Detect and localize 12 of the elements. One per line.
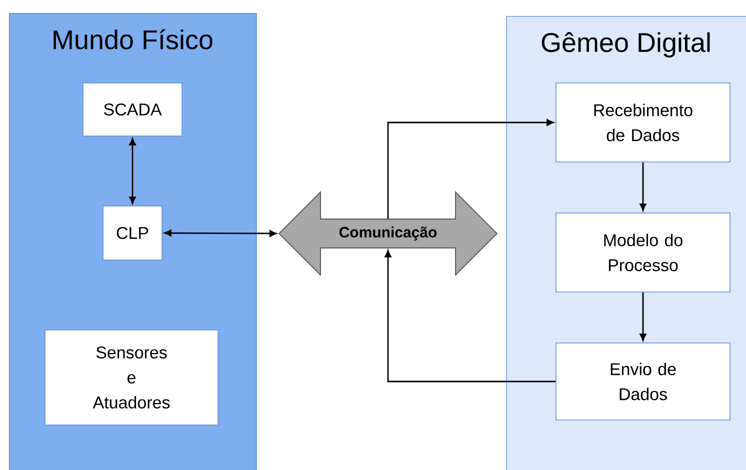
- process-box: SCADA: [82, 82, 182, 136]
- arrow: [129, 138, 136, 204]
- arrow: [384, 250, 556, 382]
- process-box: Sensores e Atuadores: [44, 330, 218, 426]
- arrow: [164, 230, 277, 237]
- process-box: Recebimento de Dados: [556, 82, 730, 162]
- arrow: [640, 162, 646, 211]
- arrow: [640, 292, 646, 341]
- process-box: CLP: [102, 206, 162, 260]
- process-box: Envio de Dados: [556, 342, 730, 420]
- arrow: [387, 119, 554, 219]
- process-box: Modelo do Processo: [556, 212, 730, 292]
